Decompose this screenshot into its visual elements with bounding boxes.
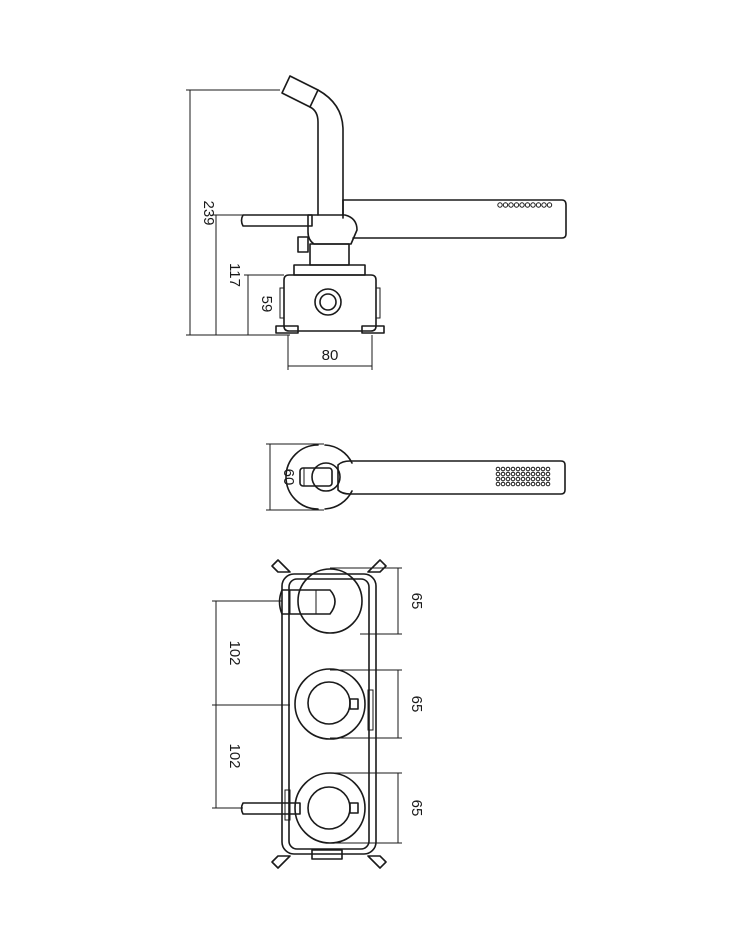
dim-label-60: 60 [280, 469, 297, 486]
dim-label-117: 117 [226, 263, 243, 287]
dim-label-239: 239 [200, 200, 217, 225]
side-dimensions: 239 117 59 80 [186, 89, 373, 370]
dim-label-65-middle: 65 [408, 696, 425, 713]
dim-label-102-upper: 102 [226, 640, 243, 665]
lever-handle-side [240, 214, 313, 253]
dim-label-59: 59 [258, 296, 275, 313]
dim-label-80: 80 [322, 347, 339, 364]
rosette-diverter [278, 568, 363, 634]
hand-shower-top [337, 460, 566, 495]
rosette-thermostat [294, 668, 374, 740]
dim-label-65-top: 65 [408, 593, 425, 610]
shower-nozzles-top [495, 466, 551, 487]
side-view: 239 117 59 80 [186, 75, 567, 370]
spout-elbow [281, 75, 344, 216]
dim-label-65-bottom: 65 [408, 800, 425, 817]
front-dimensions: 102 102 65 65 65 [212, 567, 425, 844]
top-view: 60 [266, 443, 566, 511]
rosette-mixer [240, 772, 366, 844]
dim-label-102-lower: 102 [226, 743, 243, 768]
hand-shower-side [342, 199, 567, 239]
mounting-box [271, 559, 387, 869]
front-view: 102 102 65 65 65 [212, 559, 425, 869]
valve-body-side [275, 214, 385, 334]
top-dimensions: 60 [266, 443, 324, 511]
lever-handle-top [299, 467, 333, 487]
shower-nozzles-side [497, 202, 553, 208]
